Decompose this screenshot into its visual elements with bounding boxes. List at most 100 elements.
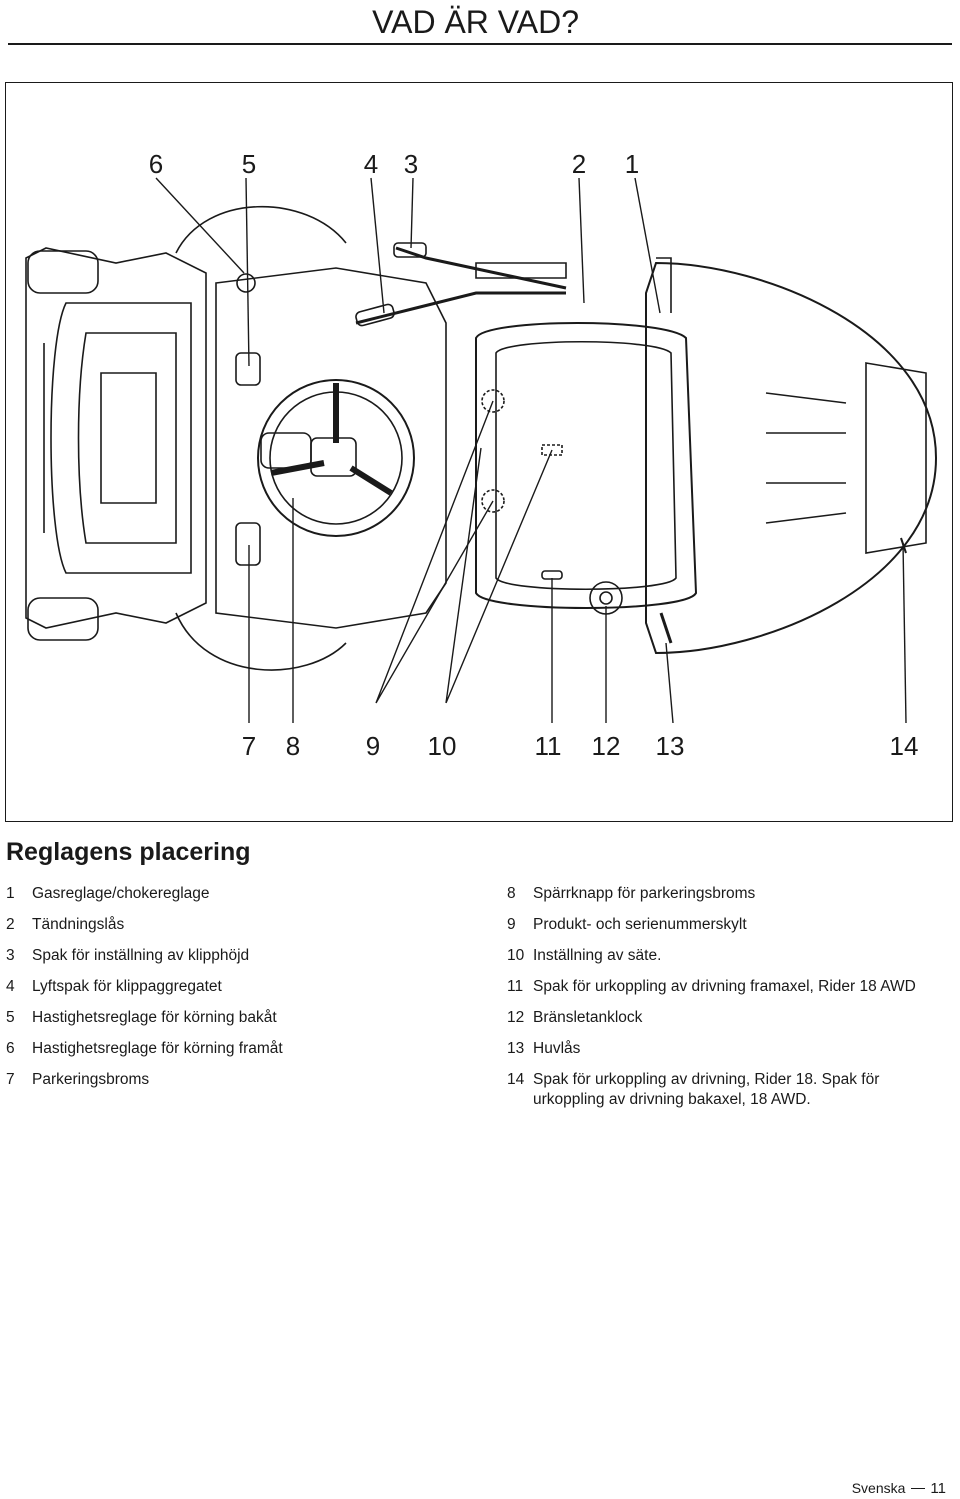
callout-6: 6 (149, 149, 163, 179)
legend-text: Parkeringsbroms (32, 1071, 150, 1088)
legend-text: Tändningslås (32, 916, 125, 933)
callout-11: 11 (535, 731, 562, 761)
front-axle-link (656, 257, 672, 313)
callout-9: 9 (366, 731, 380, 761)
legend-item: 10 Inställning av säte. (507, 946, 947, 966)
legend-text: Hastighetsreglage för körning bakåt (32, 1009, 277, 1026)
legend-item: 5 Hastighetsreglage för körning bakåt (6, 1008, 446, 1028)
section-heading: Reglagens placering (6, 838, 251, 866)
callout-4: 4 (364, 149, 378, 179)
lever-lift (355, 291, 566, 325)
hood-lock-lever (659, 612, 673, 644)
lever-cut-height-grip (393, 242, 427, 258)
legend-number: 2 (6, 916, 15, 933)
legend-text: Inställning av säte. (533, 947, 662, 964)
callout-7: 7 (242, 731, 256, 761)
callout-10: 10 (428, 731, 457, 761)
steering-hub (310, 437, 357, 477)
legend-item: 13 Huvlås (507, 1039, 947, 1059)
page-number: 11 (930, 1480, 946, 1497)
engine-inner (77, 332, 177, 544)
legend-text: Produkt- och serienummerskylt (533, 916, 747, 933)
legend-item: 7 Parkeringsbroms (6, 1070, 446, 1090)
awd-lever-marker (541, 570, 563, 580)
legend-right: 8 Spärrknapp för parkeringsbroms 9 Produ… (507, 884, 947, 1121)
legend-text: Spak för urkoppling av drivning, Rider 1… (533, 1071, 880, 1108)
legend-item: 4 Lyftspak för klippaggregatet (6, 977, 446, 997)
legend-item: 2 Tändningslås (6, 915, 446, 935)
title-rule (8, 43, 952, 45)
legend-item: 14 Spak för urkoppling av drivning, Ride… (507, 1070, 947, 1110)
mower-diagram-frame: 6 5 4 3 2 1 7 8 9 10 11 12 13 14 (5, 82, 953, 822)
callout-14: 14 (890, 731, 919, 761)
legend-number: 1 (6, 885, 15, 902)
steering-wheel-rim (257, 379, 415, 537)
callout-12: 12 (592, 731, 621, 761)
legend-item: 8 Spärrknapp för parkeringsbroms (507, 884, 947, 904)
deck-top-arc (175, 205, 347, 254)
page-title: VAD ÄR VAD? (372, 4, 579, 40)
legend-number: 10 (507, 947, 525, 964)
leader-13 (665, 642, 674, 724)
leader-9 (375, 400, 494, 704)
leader-5 (245, 177, 250, 367)
callout-8: 8 (286, 731, 300, 761)
pedal-brake (235, 522, 261, 566)
leader-14 (902, 542, 907, 724)
callout-13: 13 (656, 731, 685, 761)
legend-item: 6 Hastighetsreglage för körning framåt (6, 1039, 446, 1059)
rear-wheel-bottom (27, 597, 99, 641)
serial-plate-marker-b (481, 489, 505, 513)
top-callouts: 6 5 4 3 2 1 (149, 149, 639, 179)
pedal-reverse (235, 352, 261, 386)
legend-item: 12 Bränsletanklock (507, 1008, 947, 1028)
mower-top-view-diagram: 6 5 4 3 2 1 7 8 9 10 11 12 13 14 (25, 149, 938, 761)
legend-number: 14 (507, 1071, 525, 1088)
hood-vents (765, 392, 847, 524)
leader-lines (155, 177, 907, 724)
mower-drawing (25, 205, 938, 671)
hood (645, 261, 938, 655)
legend-item: 3 Spak för inställning av klipphöjd (6, 946, 446, 966)
footer-rule (911, 1487, 926, 1489)
legend-number: 9 (507, 916, 516, 933)
lever-lift-grip (355, 303, 395, 327)
serial-plate-marker-a (481, 389, 505, 413)
leader-10 (445, 447, 553, 704)
legend-number: 4 (6, 978, 15, 995)
dash-knob (260, 432, 312, 469)
legend-item: 9 Produkt- och serienummerskylt (507, 915, 947, 935)
seat-adjust-marker (541, 444, 563, 456)
legend-number: 11 (507, 978, 524, 995)
gear-rack (475, 262, 567, 279)
legend-text: Huvlås (533, 1040, 581, 1057)
legend-left: 1 Gasreglage/chokereglage 2 Tändningslås… (6, 884, 446, 1101)
forward-pedal-knob (236, 273, 256, 293)
rear-wheel-top (27, 250, 99, 294)
fuel-cap-center (599, 591, 613, 605)
leader-3 (410, 177, 414, 249)
legend-text: Spärrknapp för parkeringsbroms (533, 885, 756, 902)
legend-text: Spak för inställning av klipphöjd (32, 947, 250, 964)
legend-number: 13 (507, 1040, 525, 1057)
grille (865, 362, 927, 554)
leader-2 (578, 177, 585, 304)
leader-1 (634, 177, 661, 314)
legend-text: Hastighetsreglage för körning framåt (32, 1040, 283, 1057)
legend-number: 7 (6, 1071, 15, 1088)
legend-item: 11 Spak för urkoppling av drivning frama… (507, 977, 947, 997)
callout-5: 5 (242, 149, 256, 179)
leader-6 (155, 177, 245, 274)
engine-panel (100, 372, 157, 504)
callout-2: 2 (572, 149, 586, 179)
legend-number: 5 (6, 1009, 15, 1026)
engine-cover (50, 302, 192, 574)
legend-item: 1 Gasreglage/chokereglage (6, 884, 446, 904)
legend-number: 12 (507, 1009, 525, 1026)
operator-platform (215, 267, 447, 629)
seat (475, 322, 698, 609)
legend-number: 8 (507, 885, 516, 902)
legend-text: Gasreglage/chokereglage (32, 885, 210, 902)
deck-bottom-arc (175, 612, 347, 671)
legend-text: Lyftspak för klippaggregatet (32, 978, 222, 995)
